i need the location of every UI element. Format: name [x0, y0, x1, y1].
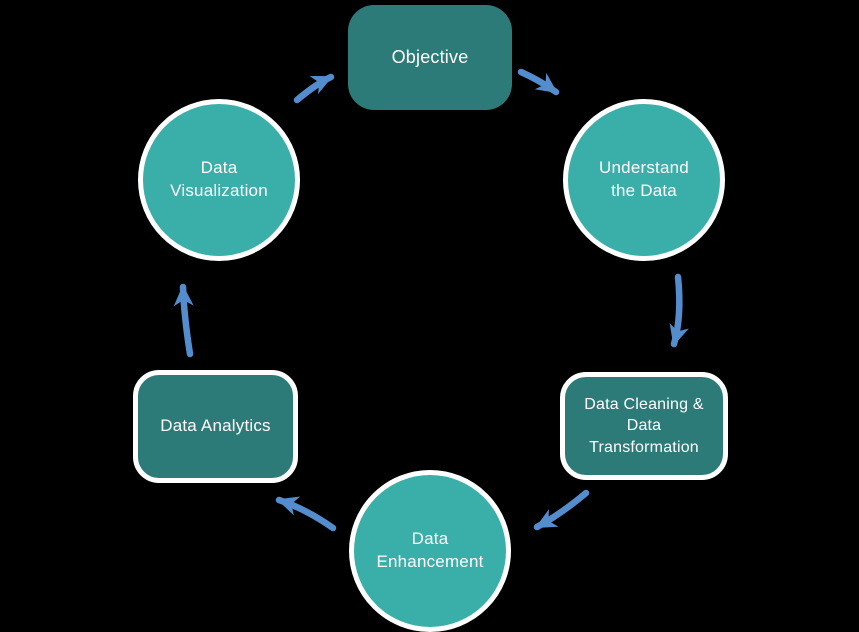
node-label-line: Data Cleaning & [584, 395, 704, 413]
node-label-line: Visualization [170, 181, 268, 200]
node-label-line: Objective [391, 47, 469, 68]
node-label-line: Data [411, 529, 449, 549]
node-label-line: Data [626, 417, 662, 435]
node-data-enhancement: Data Enhancement [349, 470, 511, 632]
node-data-analytics: Data Analytics [133, 370, 298, 483]
node-label-line: Understand [599, 158, 689, 178]
arrow-data-analytics-to-data-visualization [173, 283, 194, 358]
node-label-line: Transformation [589, 438, 699, 456]
arrow-data-cleaning-to-data-enhancement [533, 489, 590, 531]
arrow-data-enhancement-to-data-analytics [275, 496, 337, 532]
arrow-objective-to-understand-the-data [517, 68, 560, 96]
node-data-visualization: Data Visualization [138, 99, 300, 261]
node-label-line: Data [200, 158, 238, 178]
arrow-understand-the-data-to-data-cleaning [669, 273, 689, 348]
node-data-cleaning-transformation: Data Cleaning & Data Transformation [560, 372, 728, 480]
arrow-data-visualization-to-objective [293, 73, 335, 104]
node-label-line: the Data [611, 181, 677, 200]
node-label-line: Enhancement [376, 552, 484, 571]
node-label-line: Data Analytics [160, 416, 271, 436]
node-objective: Objective [348, 5, 512, 110]
node-understand-the-data: Understand the Data [563, 99, 725, 261]
